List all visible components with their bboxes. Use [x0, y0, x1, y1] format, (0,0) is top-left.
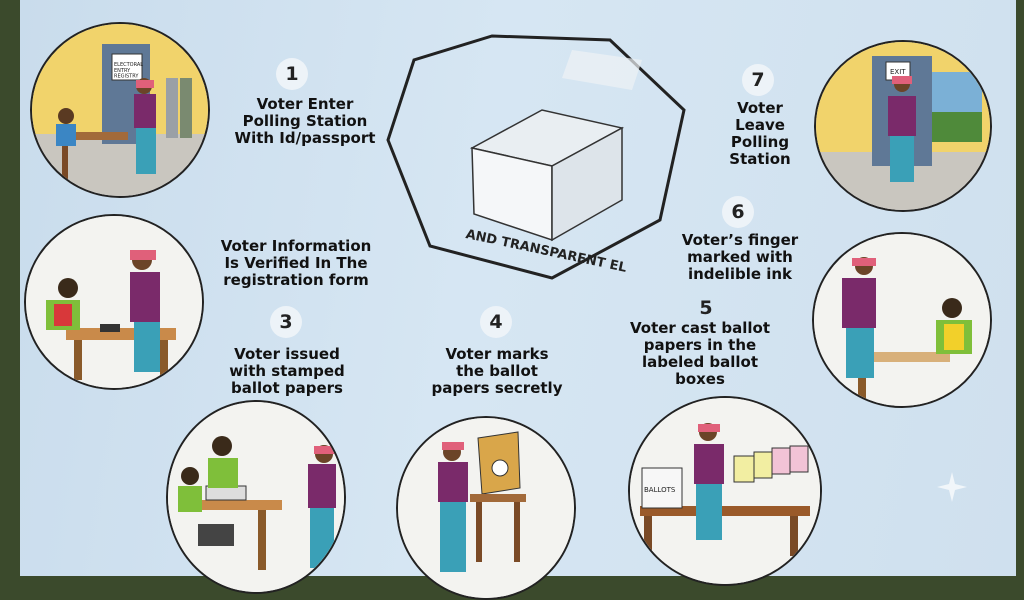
- step-7-caption: Voter Leave Polling Station: [729, 99, 791, 168]
- scene-finger-ink: [812, 232, 992, 408]
- ballots-label: BALLOTS: [644, 486, 676, 494]
- step-2-number: [256, 196, 288, 228]
- scene-cast-ballot: BALLOTS: [628, 396, 822, 586]
- scene-mark-ballot: [396, 416, 576, 600]
- step-4-caption: Voter marks the ballot papers secretly: [431, 345, 563, 397]
- step-1-number: 1: [276, 58, 308, 90]
- scene-leave-station: EXIT: [814, 40, 992, 212]
- step-5-number: 5: [699, 297, 713, 319]
- step-1-caption: Voter Enter Polling Station With Id/pass…: [234, 95, 376, 147]
- exit-sign: EXIT: [890, 68, 906, 76]
- step-3-caption: Voter issued with stamped ballot papers: [229, 345, 345, 397]
- scene-verify-info: [24, 214, 204, 390]
- step-7-number: 7: [742, 64, 774, 96]
- step-5-caption: Voter cast ballot papers in the labeled …: [629, 319, 770, 388]
- step-6-number: 6: [722, 196, 754, 228]
- scene-issue-ballot: [166, 400, 346, 594]
- step-4-number: 4: [480, 306, 512, 338]
- step-2-caption: Voter Information Is Verified In The reg…: [220, 237, 372, 289]
- step-6-caption: Voter’s finger marked with indelible ink: [681, 231, 799, 283]
- step-3-number: 3: [270, 306, 302, 338]
- ballot-box-logo: AND TRANSPARENT EL: [386, 34, 686, 280]
- sparkle-icon: [937, 472, 967, 502]
